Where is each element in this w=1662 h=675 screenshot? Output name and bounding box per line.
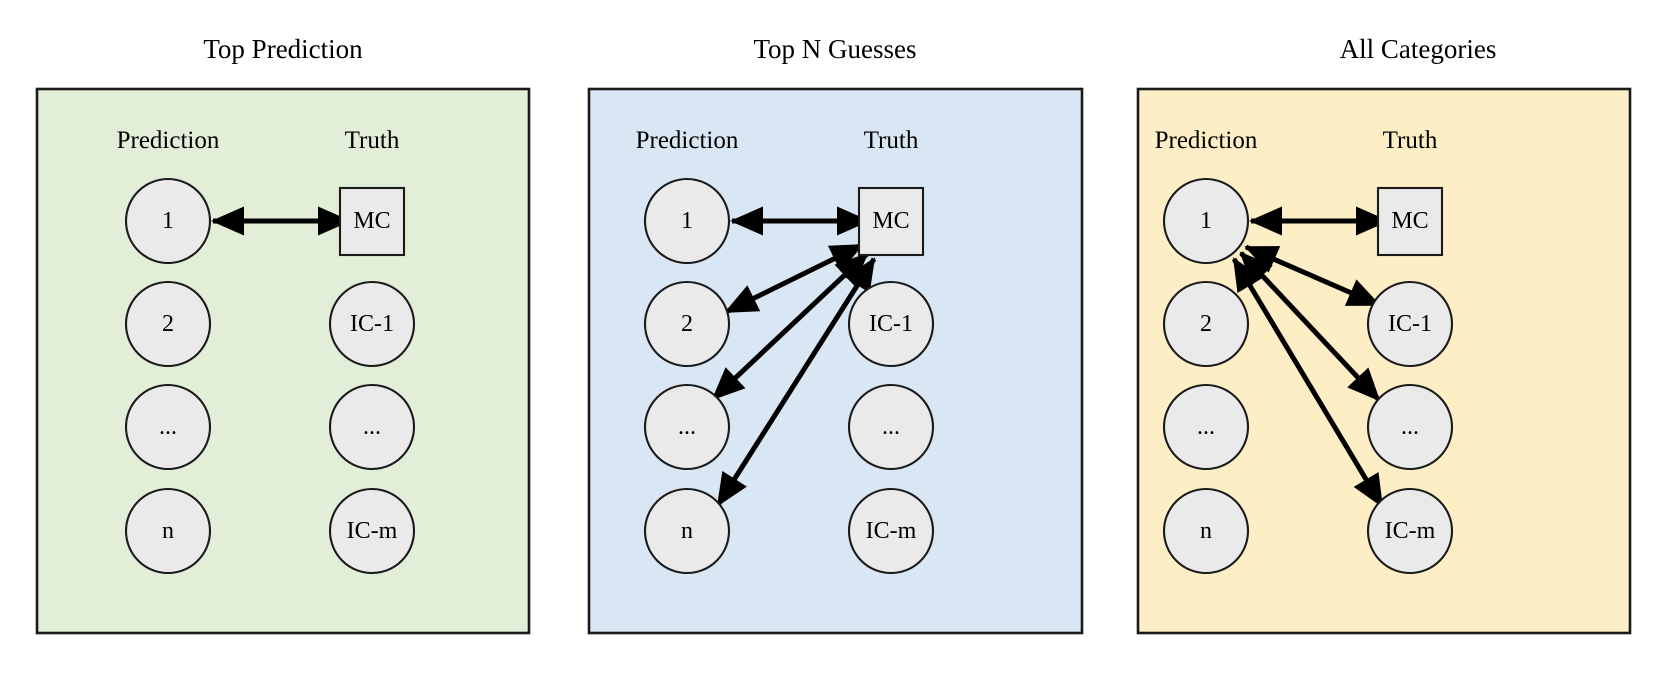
prediction-node-2-label: 2 — [162, 311, 174, 337]
column-header-truth: Truth — [1383, 127, 1438, 154]
panel-top-prediction: Top Prediction Prediction Truth 1 2 ... … — [35, 34, 531, 635]
prediction-node-1[interactable] — [1162, 177, 1250, 265]
prediction-node-1[interactable] — [643, 177, 731, 265]
prediction-node-ellipsis[interactable] — [1162, 383, 1250, 471]
prediction-node-ellipsis-label: ... — [159, 414, 177, 440]
truth-node-icm-label: IC-m — [1385, 518, 1436, 544]
column-header-truth: Truth — [864, 127, 919, 154]
truth-node-mc-label: MC — [353, 208, 390, 234]
column-header-truth: Truth — [345, 127, 400, 154]
truth-node-ellipsis[interactable] — [1366, 383, 1454, 471]
truth-node-mc[interactable] — [1376, 186, 1444, 257]
truth-node-ic1-label: IC-1 — [1388, 311, 1432, 337]
truth-node-ic1-label: IC-1 — [350, 311, 394, 337]
truth-node-icm[interactable] — [1366, 487, 1454, 575]
prediction-node-1[interactable] — [124, 177, 212, 265]
truth-node-ic1-label: IC-1 — [869, 311, 913, 337]
prediction-node-n[interactable] — [643, 487, 731, 575]
prediction-node-n-label: n — [681, 518, 693, 544]
prediction-node-2[interactable] — [1162, 280, 1250, 368]
prediction-node-n[interactable] — [1162, 487, 1250, 575]
panel-title: Top N Guesses — [753, 34, 916, 64]
prediction-node-2[interactable] — [643, 280, 731, 368]
prediction-node-ellipsis[interactable] — [124, 383, 212, 471]
truth-node-icm[interactable] — [328, 487, 416, 575]
prediction-node-1-label: 1 — [162, 208, 174, 234]
truth-node-icm[interactable] — [847, 487, 935, 575]
truth-node-ellipsis[interactable] — [847, 383, 935, 471]
truth-node-icm-label: IC-m — [347, 518, 398, 544]
panel-top-n-guesses: Top N Guesses Prediction Truth 1 2 ... n… — [587, 34, 1084, 635]
edge-p1-icm — [1231, 257, 1385, 508]
truth-node-mc-label: MC — [1391, 208, 1428, 234]
truth-node-ic1[interactable] — [328, 280, 416, 368]
panel-title: All Categories — [1340, 34, 1497, 64]
truth-node-ellipsis-label: ... — [882, 414, 900, 440]
prediction-node-n[interactable] — [124, 487, 212, 575]
panel-all-categories: All Categories Prediction Truth 1 2 ... … — [1136, 34, 1632, 635]
edge-pn-mc — [715, 257, 877, 507]
prediction-node-ellipsis-label: ... — [678, 414, 696, 440]
truth-node-mc[interactable] — [338, 186, 406, 257]
prediction-node-ellipsis-label: ... — [1197, 414, 1215, 440]
truth-node-ic1[interactable] — [1366, 280, 1454, 368]
truth-node-icm-label: IC-m — [866, 518, 917, 544]
prediction-node-ellipsis[interactable] — [643, 383, 731, 471]
panel-background — [35, 87, 531, 635]
prediction-node-2-label: 2 — [1200, 311, 1212, 337]
prediction-node-2[interactable] — [124, 280, 212, 368]
truth-node-ic1[interactable] — [847, 280, 935, 368]
column-header-prediction: Prediction — [117, 127, 220, 154]
truth-node-mc-label: MC — [872, 208, 909, 234]
truth-node-ellipsis-label: ... — [363, 414, 381, 440]
truth-node-mc[interactable] — [857, 186, 925, 257]
prediction-node-n-label: n — [1200, 518, 1212, 544]
prediction-node-1-label: 1 — [681, 208, 693, 234]
truth-node-ellipsis[interactable] — [328, 383, 416, 471]
panel-title: Top Prediction — [203, 34, 363, 64]
truth-node-ellipsis-label: ... — [1401, 414, 1419, 440]
prediction-node-n-label: n — [162, 518, 174, 544]
column-header-prediction: Prediction — [636, 127, 739, 154]
column-header-prediction: Prediction — [1155, 127, 1258, 154]
prediction-node-2-label: 2 — [681, 311, 693, 337]
prediction-node-1-label: 1 — [1200, 208, 1212, 234]
